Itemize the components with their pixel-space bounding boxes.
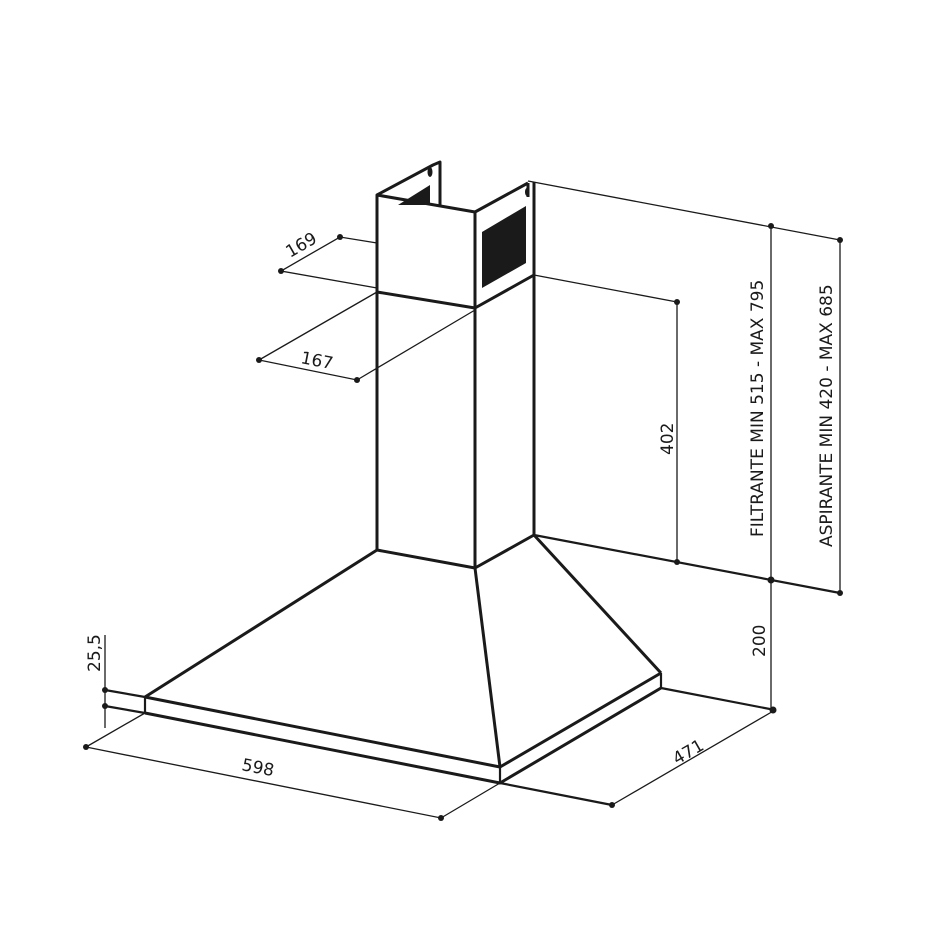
label-200: 200 [750,625,770,657]
label-169: 169 [283,229,321,263]
label-aspirante: ASPIRANTE MIN 420 - MAX 685 [817,284,837,547]
label-402: 402 [658,423,678,455]
canopy [143,533,663,785]
dimension-endpoints [83,223,843,821]
bracket-vent-icon [398,185,430,205]
label-471: 471 [670,736,708,770]
wall-reference-lines [499,180,841,807]
chimney [375,160,536,570]
label-598: 598 [240,755,276,781]
label-167: 167 [299,348,335,374]
vent-grille-icon [482,206,526,288]
label-25-5: 25,5 [85,634,105,672]
dimension-lines [84,226,841,819]
label-filtrante: FILTRANTE MIN 515 - MAX 795 [748,280,768,537]
